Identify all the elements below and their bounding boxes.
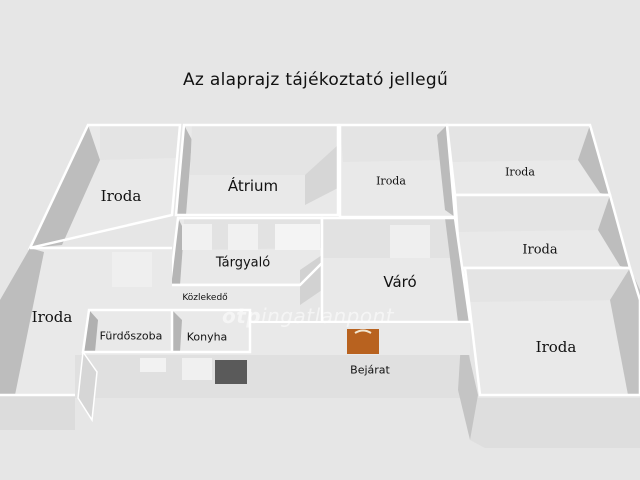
room-label-konyha: Konyha <box>186 330 228 344</box>
watermark: otpingatlanpont <box>222 304 394 328</box>
room-label-furdoszoba: Fürdőszoba <box>99 329 163 343</box>
entrance-door <box>347 329 379 354</box>
watermark-brand: otp <box>222 304 262 328</box>
room-label-iroda-left: Iroda <box>31 308 73 326</box>
room-label-atrium: Átrium <box>227 177 279 195</box>
room-label-iroda-top-right: Iroda <box>505 165 535 179</box>
room-label-bejarat: Bejárat <box>350 363 390 377</box>
door-panel <box>305 145 338 205</box>
room-label-iroda-right-middle: Iroda <box>522 242 558 258</box>
wall-side <box>30 125 100 248</box>
floorplan-disclaimer-title: Az alaprajz tájékoztató jellegű <box>183 70 449 90</box>
watermark-suffix: ingatlanpont <box>261 304 395 328</box>
room-label-iroda-top-left: Iroda <box>100 187 142 205</box>
room-label-varo: Váró <box>383 273 417 291</box>
dark-door <box>215 360 247 384</box>
room-label-iroda-top-middle: Iroda <box>376 174 406 188</box>
room-label-kozlekedo: Közlekedő <box>182 293 228 303</box>
room-label-targyalo: Tárgyaló <box>215 255 271 271</box>
room-label-iroda-bottom-right: Iroda <box>535 338 577 356</box>
